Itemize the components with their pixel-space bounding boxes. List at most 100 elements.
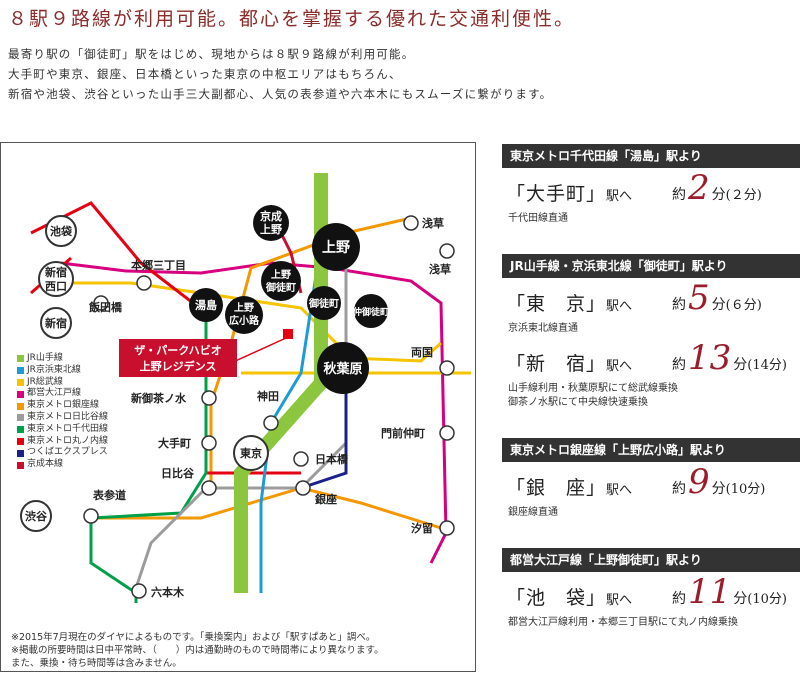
label-naka-okachimachi: 仲御徒町: [353, 306, 389, 318]
station-asakusa2-marker: [439, 243, 455, 259]
legend-item: 京成本線: [17, 459, 108, 471]
station-shinjuku-marker: [40, 307, 72, 339]
label-shibuya: 渋谷: [25, 509, 48, 523]
station-hongo-marker: [136, 275, 152, 291]
property-label-line1: ザ・パークハビオ: [134, 343, 221, 357]
destination-name: 「大手町」駅へ: [506, 183, 633, 205]
station-ginza-marker: [295, 480, 311, 496]
route-note: 千代田線直通: [508, 213, 568, 224]
label-asakusa-2: 浅草: [429, 262, 451, 276]
legend-item: つくばエクスプレス: [17, 447, 108, 459]
station-okachimachi-marker: [307, 286, 341, 320]
route-header: 東京メトロ銀座線「上野広小路」駅より: [502, 438, 800, 462]
route-note: 京浜東北線直通: [508, 323, 578, 334]
station-markers: [20, 205, 455, 599]
label-keisei-ueno-1: 京成: [260, 209, 282, 223]
legend-item: JR総武線: [17, 377, 108, 389]
tx-line: [300, 373, 348, 490]
map-legend: JR山手線 JR京浜東北線 JR総武線 都営大江戸線 東京メトロ銀座線 東京メト…: [17, 353, 108, 471]
station-shin-ochanomizu-marker: [201, 390, 217, 406]
label-monzen-nakacho: 門前仲町: [381, 426, 425, 440]
label-yushima: 湯島: [195, 298, 217, 312]
label-ueno-okachimachi-2: 御徒町: [265, 281, 296, 294]
route-note: 御茶ノ水駅にて中央線快速乗換: [508, 397, 648, 408]
label-shinjuku-nishiguchi-2: 西口: [45, 280, 67, 293]
label-hibiya: 日比谷: [161, 466, 195, 480]
station-shiodome-marker: [439, 520, 455, 536]
station-naka-okachimachi-marker: [354, 294, 388, 328]
legend-item: JR京浜東北線: [17, 365, 108, 377]
label-omotesando: 表参道: [92, 488, 126, 502]
station-omotesando-marker: [83, 508, 99, 524]
legend-item: 東京メトロ千代田線: [17, 424, 108, 436]
label-shinjuku: 新宿: [45, 316, 67, 330]
property-marker: [283, 329, 293, 339]
label-asakusa-1: 浅草: [422, 216, 444, 230]
station-kanda-marker: [263, 415, 279, 431]
label-ikebukuro: 池袋: [50, 224, 73, 238]
label-keisei-ueno-2: 上野: [260, 222, 282, 236]
station-otemachi-marker: [201, 435, 217, 451]
legend-item: 東京メトロ銀座線: [17, 400, 108, 412]
intro-text: 最寄り駅の「御徒町」駅をはじめ、現地からは８駅９路線が利用可能。 大手町や東京、…: [8, 44, 552, 104]
note-line: ※2015年7月現在のダイヤによるものです。「乗換案内」および「駅すぱあと」調べ…: [11, 632, 376, 643]
station-ryogoku-marker: [439, 360, 455, 376]
station-ikebukuro-marker: [45, 215, 77, 247]
station-hibiya-marker: [201, 480, 217, 496]
label-otemachi: 大手町: [158, 436, 191, 450]
label-shinjuku-nishiguchi-1: 新宿: [45, 265, 67, 279]
route-header: 都営大江戸線「上野御徒町」駅より: [502, 548, 800, 572]
station-monzen-marker: [439, 425, 455, 441]
destination-name: 「東 京」駅へ: [506, 293, 633, 315]
property-label-box: [119, 339, 237, 377]
route-note: 銀座線直通: [508, 507, 558, 518]
destination-name: 「池 袋」駅へ: [506, 587, 633, 609]
station-ueno-marker: [312, 223, 360, 271]
label-okachimachi: 御徒町: [308, 297, 339, 310]
station-iidabashi-marker: [93, 295, 109, 311]
intro-line: 最寄り駅の「御徒町」駅をはじめ、現地からは８駅９路線が利用可能。: [8, 47, 415, 61]
map-notes: ※2015年7月現在のダイヤによるものです。「乗換案内」および「駅すぱあと」調べ…: [11, 631, 384, 670]
sobu-line: [56, 281, 443, 363]
intro-line: 新宿や池袋、渋谷といった山手三大副都心、人気の表参道や六本木にもスムーズに繋がり…: [8, 87, 553, 101]
yamanote-line: [234, 173, 328, 593]
label-ueno-hirokoji-2: 広小路: [229, 314, 260, 327]
legend-item: JR山手線: [17, 353, 108, 365]
label-iidabashi: 飯田橋: [88, 300, 123, 314]
label-ueno-hirokoji-1: 上野: [234, 301, 254, 314]
station-akihabara-marker: [317, 342, 369, 394]
route-note: 都営大江戸線利用・本郷三丁目駅にて丸ノ内線乗換: [508, 617, 738, 628]
label-ryogoku: 両国: [411, 346, 433, 359]
intro-line: 大手町や東京、銀座、日本橋といった東京の中枢エリアはもちろん、: [8, 67, 402, 81]
route-map-svg: ザ・パークハビオ 上野レジデンス 池袋 新宿 西口 新宿 渋谷 本郷三丁目 飯田…: [20, 173, 471, 603]
label-akihabara: 秋葉原: [323, 361, 362, 377]
label-ueno-okachimachi-1: 上野: [271, 268, 291, 281]
label-ginza: 銀座: [315, 492, 337, 506]
headline: ８駅９路線が利用可能。都心を掌握する優れた交通利便性。: [8, 8, 576, 30]
label-roppongi: 六本木: [151, 585, 185, 599]
station-shibuya-marker: [20, 500, 52, 532]
legend-item: 東京メトロ日比谷線: [17, 412, 108, 424]
destination-name: 「銀 座」駅へ: [506, 477, 633, 499]
label-ueno: 上野: [322, 240, 350, 256]
station-asakusa1-marker: [403, 215, 419, 231]
station-yushima-marker: [189, 288, 223, 322]
label-hongo: 本郷三丁目: [131, 258, 186, 272]
note-line: ※掲載の所要時間は日中平常時、（ ）内は通勤時のもので時間帯により異なります。: [11, 645, 384, 656]
route-header: 東京メトロ千代田線「湯島」駅より: [502, 144, 800, 168]
ginza-west-line: [91, 486, 302, 520]
route-note: 山手線利用・秋葉原駅にて総武線乗換: [508, 383, 678, 394]
station-ueno-okachimachi-marker: [261, 261, 301, 301]
label-shiodome: 汐留: [411, 521, 433, 535]
note-line: また、乗換・待ち時間等は含みません。: [11, 658, 182, 669]
station-roppongi-marker: [131, 583, 147, 599]
station-shinjukunishiguchi-marker: [38, 261, 74, 297]
